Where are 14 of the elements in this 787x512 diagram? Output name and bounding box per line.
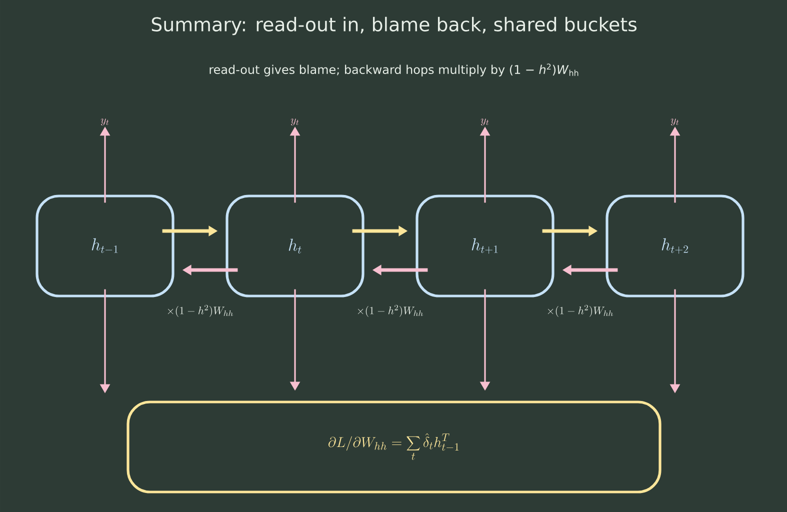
state-box: $h_{t+1}$: [416, 194, 554, 298]
output-label: $y_t$: [480, 118, 489, 126]
state-box: $h_{t+2}$: [606, 194, 744, 298]
title: Summary: read-out in, blame back, shared buckets: [152, 16, 637, 36]
state-box: $h_t$: [226, 194, 364, 298]
state-box: $h_{t-1}$: [36, 194, 174, 298]
formula-box: $\partial L/\partial W_{hh}=\sum_t \hat{\delta}_t h_{t-1}^T$: [126, 400, 662, 494]
output-label: $y_t$: [670, 118, 679, 126]
edge-label: $\times(1-h^2)W_{hh}$: [168, 304, 233, 317]
output-label: $y_t$: [290, 118, 299, 126]
edge-label: $\times(1-h^2)W_{hh}$: [358, 304, 423, 317]
output-label: $y_t$: [100, 118, 109, 126]
subtitle: read-out gives blame; backward hops multiply by (1 − h$^{2}$)W$_{hh}$: [210, 64, 578, 76]
edge-label: $\times(1-h^2)W_{hh}$: [548, 304, 613, 317]
